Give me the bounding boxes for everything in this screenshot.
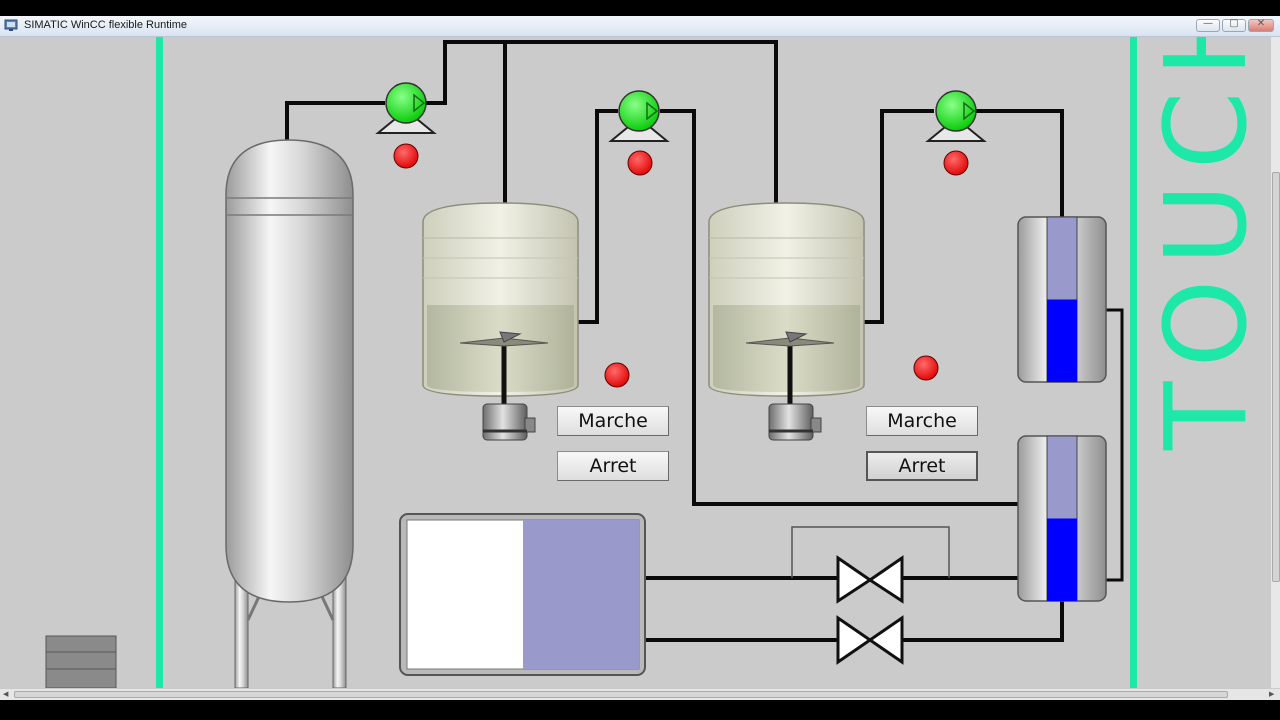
close-icon: ✕ — [1256, 18, 1266, 29]
mixer-2-stop-button[interactable]: Arret — [866, 451, 978, 481]
pump-1[interactable] — [375, 82, 437, 134]
maximize-button[interactable]: ▢ — [1222, 18, 1246, 32]
pump-3[interactable] — [925, 90, 987, 142]
reservoir — [399, 513, 646, 676]
pump-2[interactable] — [608, 90, 670, 142]
pump-3-status-lamp — [943, 150, 969, 176]
scroll-left-arrow-icon[interactable]: ◀ — [3, 690, 9, 698]
bottom-black-band — [0, 700, 1280, 720]
mixer-2-status-lamp — [913, 355, 939, 381]
mixing-tank-2-liquid — [713, 305, 860, 392]
vertical-scrollbar[interactable] — [1270, 37, 1280, 688]
level-tank-1 — [1017, 216, 1107, 383]
valve-bypass-line — [791, 526, 950, 578]
mixing-tank-1 — [422, 202, 579, 441]
level-tank-2 — [1017, 435, 1107, 602]
level-tank-1-fill — [1047, 299, 1077, 382]
mixer-1-status-lamp — [604, 362, 630, 388]
storage-tank — [225, 139, 354, 688]
window-title: SIMATIC WinCC flexible Runtime — [24, 19, 187, 31]
vertical-scroll-thumb[interactable] — [1272, 172, 1280, 582]
horizontal-scroll-thumb[interactable] — [14, 691, 1228, 698]
left-accent-bar — [156, 37, 163, 688]
right-accent-bar — [1130, 37, 1137, 688]
mixing-tank-2 — [708, 202, 865, 441]
valve-1[interactable] — [836, 555, 904, 604]
minimize-icon: — — [1203, 18, 1213, 29]
agitator-1 — [459, 331, 549, 404]
piping — [285, 40, 1124, 642]
mixer-1-stop-button[interactable]: Arret — [557, 451, 669, 481]
reservoir-fill — [523, 520, 639, 669]
agitator-2 — [745, 331, 835, 404]
process-diagram: TOUCH — [45, 37, 1270, 688]
level-tank-2-fill — [1047, 518, 1077, 601]
brand-text: TOUCH — [1142, 37, 1270, 451]
motor-1 — [482, 403, 536, 441]
app-icon — [4, 19, 18, 31]
mixing-tank-1-liquid — [427, 305, 574, 392]
close-button[interactable]: ✕ — [1248, 18, 1274, 32]
equipment-box — [45, 635, 117, 688]
horizontal-scrollbar[interactable]: ◀ ▶ — [0, 688, 1280, 700]
pump-2-status-lamp — [627, 150, 653, 176]
top-black-band — [0, 0, 1280, 16]
pump-1-status-lamp — [393, 143, 419, 169]
maximize-icon: ▢ — [1229, 18, 1239, 29]
mixer-1-start-button[interactable]: Marche — [557, 406, 669, 436]
motor-2 — [768, 403, 822, 441]
minimize-button[interactable]: — — [1196, 18, 1220, 32]
valve-2[interactable] — [836, 615, 904, 665]
title-bar[interactable]: SIMATIC WinCC flexible Runtime — ▢ ✕ — [0, 16, 1280, 37]
mixer-2-start-button[interactable]: Marche — [866, 406, 978, 436]
scroll-right-arrow-icon[interactable]: ▶ — [1269, 690, 1275, 698]
